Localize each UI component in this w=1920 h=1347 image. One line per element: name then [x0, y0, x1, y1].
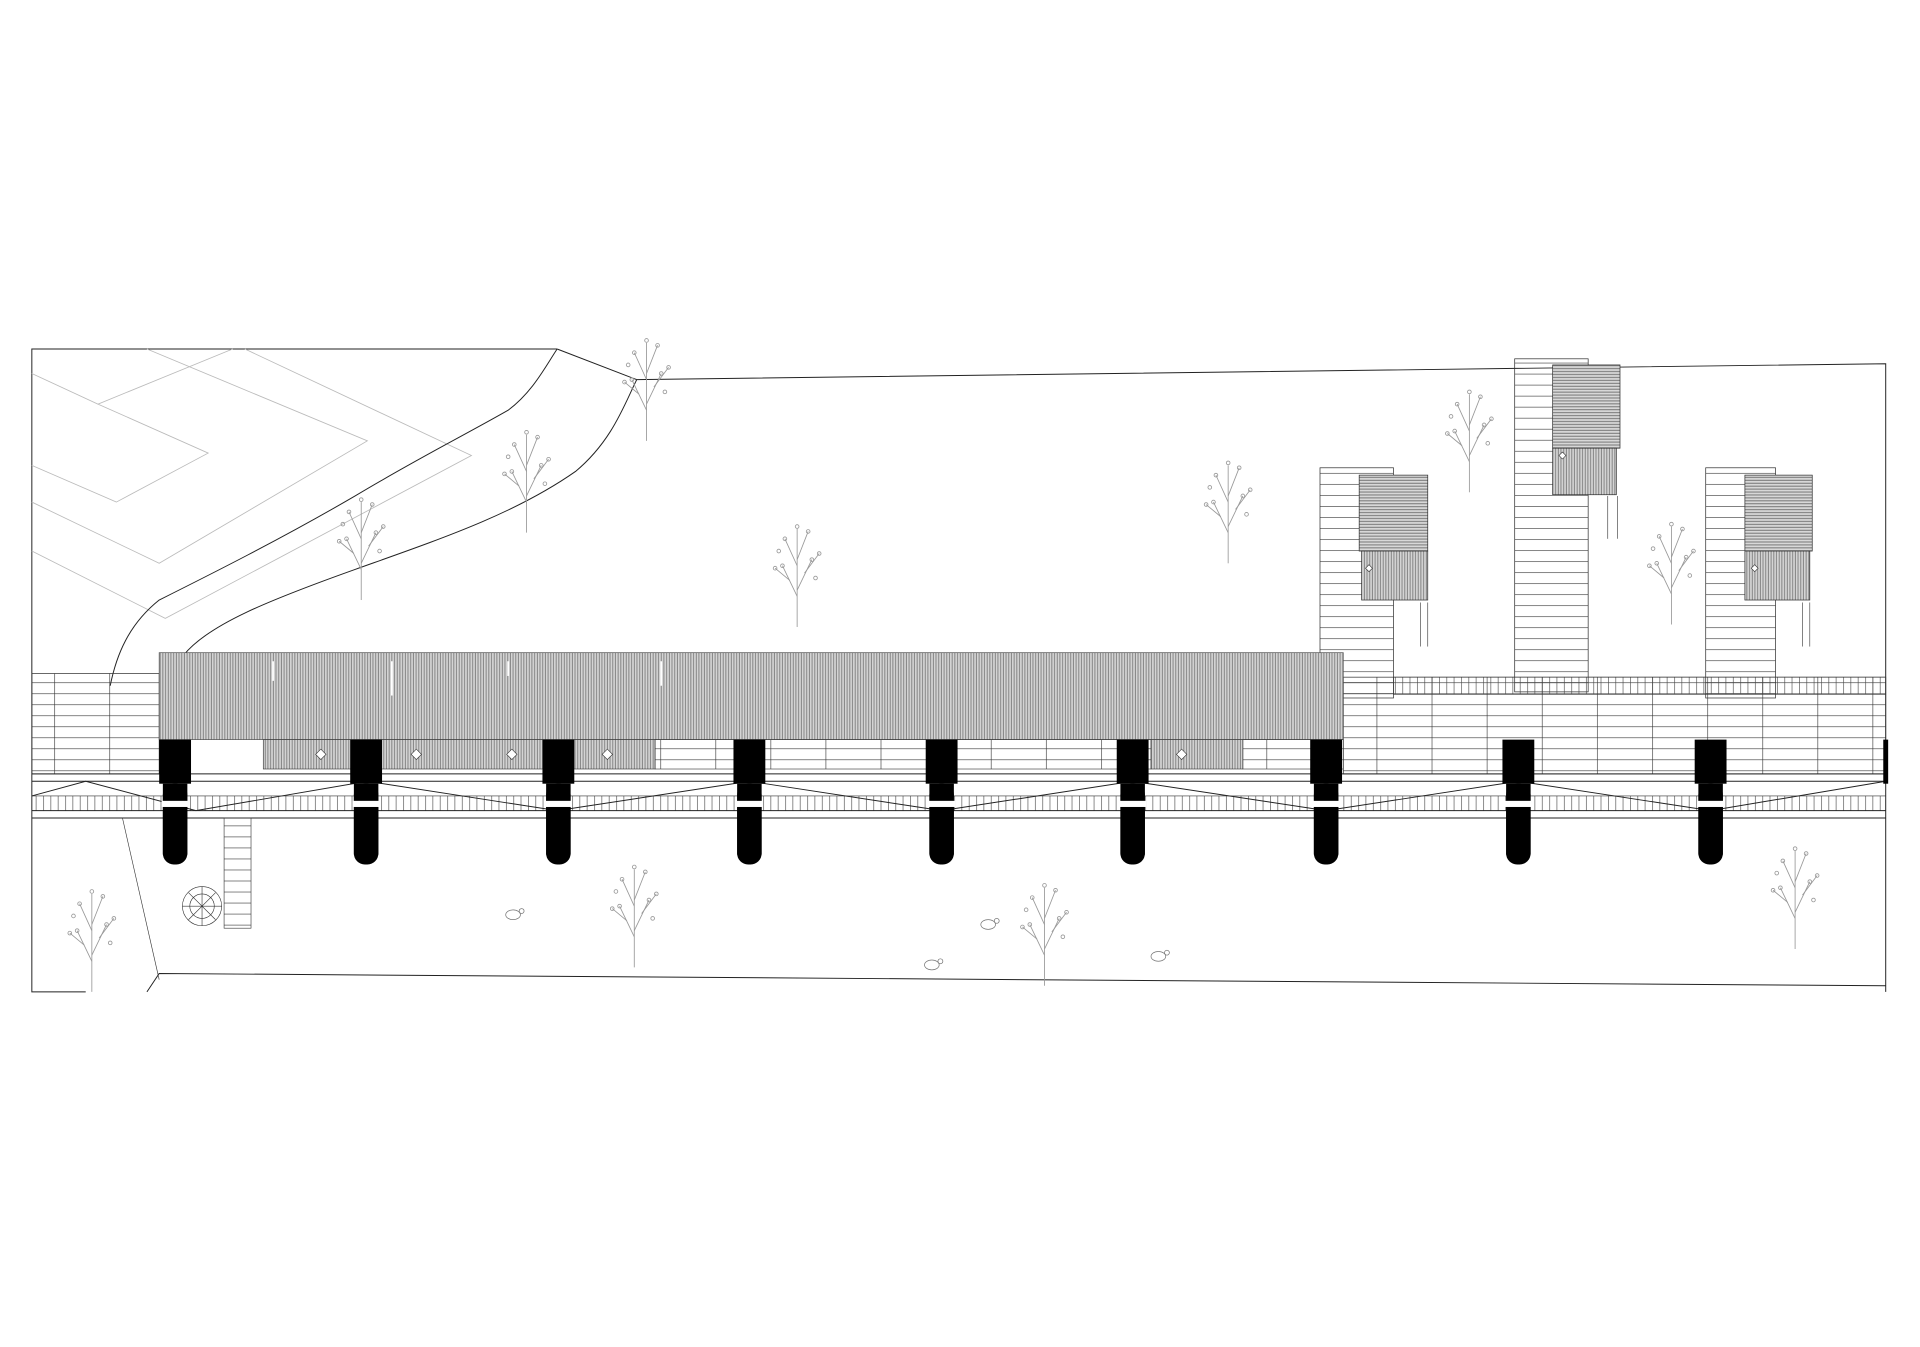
column	[350, 739, 383, 865]
tower-right	[1705, 467, 1813, 699]
tree-icon	[1444, 389, 1494, 493]
main-roof	[158, 652, 1344, 740]
sheep-icon	[505, 908, 525, 920]
column	[159, 739, 192, 865]
column	[1694, 739, 1727, 865]
columns	[159, 739, 1889, 865]
truss-bridge	[31, 773, 1886, 819]
tree-icon	[1019, 882, 1069, 987]
lower-facade	[262, 739, 1344, 770]
column	[925, 739, 958, 865]
tower-left	[1319, 467, 1429, 699]
sheep-group	[505, 908, 1170, 971]
column-partial	[1883, 739, 1889, 784]
tree-icon	[622, 337, 672, 442]
tower-center	[1514, 358, 1621, 693]
roof-joints	[272, 661, 663, 696]
tree-icon	[609, 864, 659, 968]
wall-left	[31, 673, 160, 775]
tree-icon	[1203, 460, 1253, 564]
tree-icon	[502, 429, 552, 534]
sheep-icon	[1150, 949, 1170, 962]
tree-icon	[336, 497, 386, 601]
tree-icon	[1646, 521, 1696, 626]
sheep-icon	[980, 918, 1000, 930]
column	[1502, 739, 1535, 865]
tree-icon	[1770, 846, 1820, 950]
column	[733, 739, 766, 865]
column	[542, 739, 575, 865]
landscape-path	[109, 348, 638, 686]
column	[1116, 739, 1149, 865]
tree-icon	[67, 889, 117, 993]
tree-icon	[772, 524, 822, 628]
parapet-right	[1393, 676, 1887, 695]
column	[1310, 739, 1343, 865]
tennis-court	[31, 348, 473, 619]
sheep-icon	[924, 958, 944, 971]
spiral-stair-icon	[122, 817, 252, 980]
